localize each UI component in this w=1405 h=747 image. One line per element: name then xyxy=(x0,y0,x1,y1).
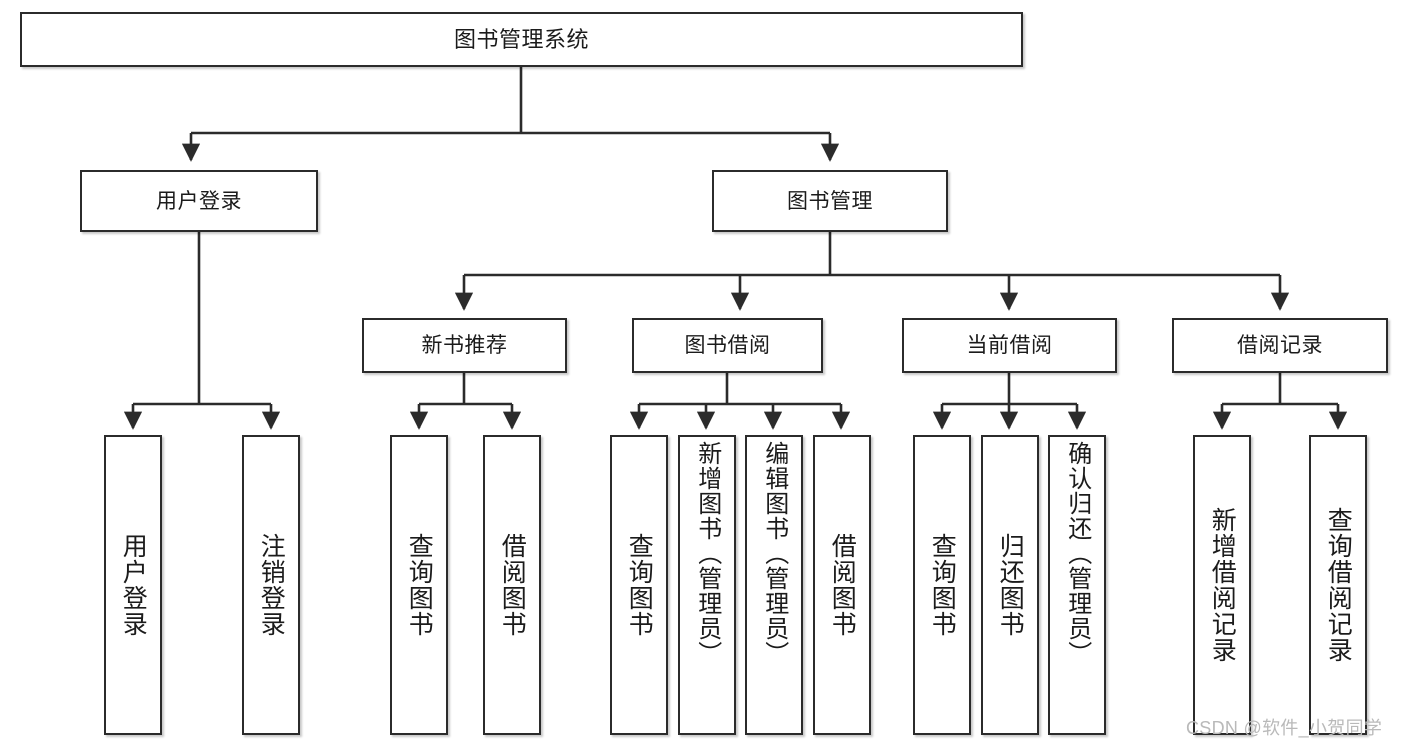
node-root[interactable]: 图书管理系统 xyxy=(20,12,1023,67)
node-borrow-record-label: 借阅记录 xyxy=(1237,334,1323,357)
leaf-recommend-query-book[interactable]: 查询图书 xyxy=(390,435,448,735)
node-current-borrow[interactable]: 当前借阅 xyxy=(902,318,1117,373)
node-user-login-label: 用户登录 xyxy=(156,189,242,213)
node-book-borrow-label: 图书借阅 xyxy=(684,334,771,357)
leaf-user-logout[interactable]: 注销登录 xyxy=(242,435,300,735)
leaf-borrow-add-book[interactable]: 新增图书（管理员） xyxy=(678,435,736,735)
node-user-login[interactable]: 用户登录 xyxy=(80,170,318,232)
leaf-record-query-label: 查询借阅记录 xyxy=(1324,507,1353,663)
node-borrow-record[interactable]: 借阅记录 xyxy=(1172,318,1388,373)
leaf-borrow-edit-book-label: 编辑图书（管理员） xyxy=(760,441,788,666)
leaf-recommend-borrow-book-label: 借阅图书 xyxy=(498,533,527,637)
leaf-current-query-book-label: 查询图书 xyxy=(928,533,957,637)
leaf-current-return-book-label: 归还图书 xyxy=(996,533,1025,637)
node-book-management[interactable]: 图书管理 xyxy=(712,170,948,232)
watermark-text: CSDN @软件_小贺同学 xyxy=(1186,718,1383,738)
leaf-borrow-borrow-book-label: 借阅图书 xyxy=(828,533,857,637)
leaf-current-confirm-return[interactable]: 确认归还（管理员） xyxy=(1048,435,1106,735)
leaf-borrow-borrow-book[interactable]: 借阅图书 xyxy=(813,435,871,735)
node-current-borrow-label: 当前借阅 xyxy=(966,334,1053,357)
leaf-record-add-label: 新增借阅记录 xyxy=(1208,507,1237,663)
leaf-user-logout-label: 注销登录 xyxy=(257,533,286,637)
leaf-current-return-book[interactable]: 归还图书 xyxy=(981,435,1039,735)
leaf-borrow-edit-book[interactable]: 编辑图书（管理员） xyxy=(745,435,803,735)
leaf-user-login[interactable]: 用户登录 xyxy=(104,435,162,735)
leaf-recommend-borrow-book[interactable]: 借阅图书 xyxy=(483,435,541,735)
node-new-book-recommend-label: 新书推荐 xyxy=(421,334,508,357)
leaf-borrow-query-book-label: 查询图书 xyxy=(625,533,654,637)
node-book-management-label: 图书管理 xyxy=(787,189,873,213)
leaf-current-confirm-return-label: 确认归还（管理员） xyxy=(1063,441,1091,666)
node-root-label: 图书管理系统 xyxy=(453,26,589,52)
node-new-book-recommend[interactable]: 新书推荐 xyxy=(362,318,567,373)
node-book-borrow[interactable]: 图书借阅 xyxy=(632,318,823,373)
leaf-borrow-add-book-label: 新增图书（管理员） xyxy=(693,441,721,666)
leaf-user-login-label: 用户登录 xyxy=(119,533,148,637)
leaf-record-add[interactable]: 新增借阅记录 xyxy=(1193,435,1251,735)
leaf-current-query-book[interactable]: 查询图书 xyxy=(913,435,971,735)
leaf-record-query[interactable]: 查询借阅记录 xyxy=(1309,435,1367,735)
leaf-borrow-query-book[interactable]: 查询图书 xyxy=(610,435,668,735)
leaf-recommend-query-book-label: 查询图书 xyxy=(405,533,434,637)
